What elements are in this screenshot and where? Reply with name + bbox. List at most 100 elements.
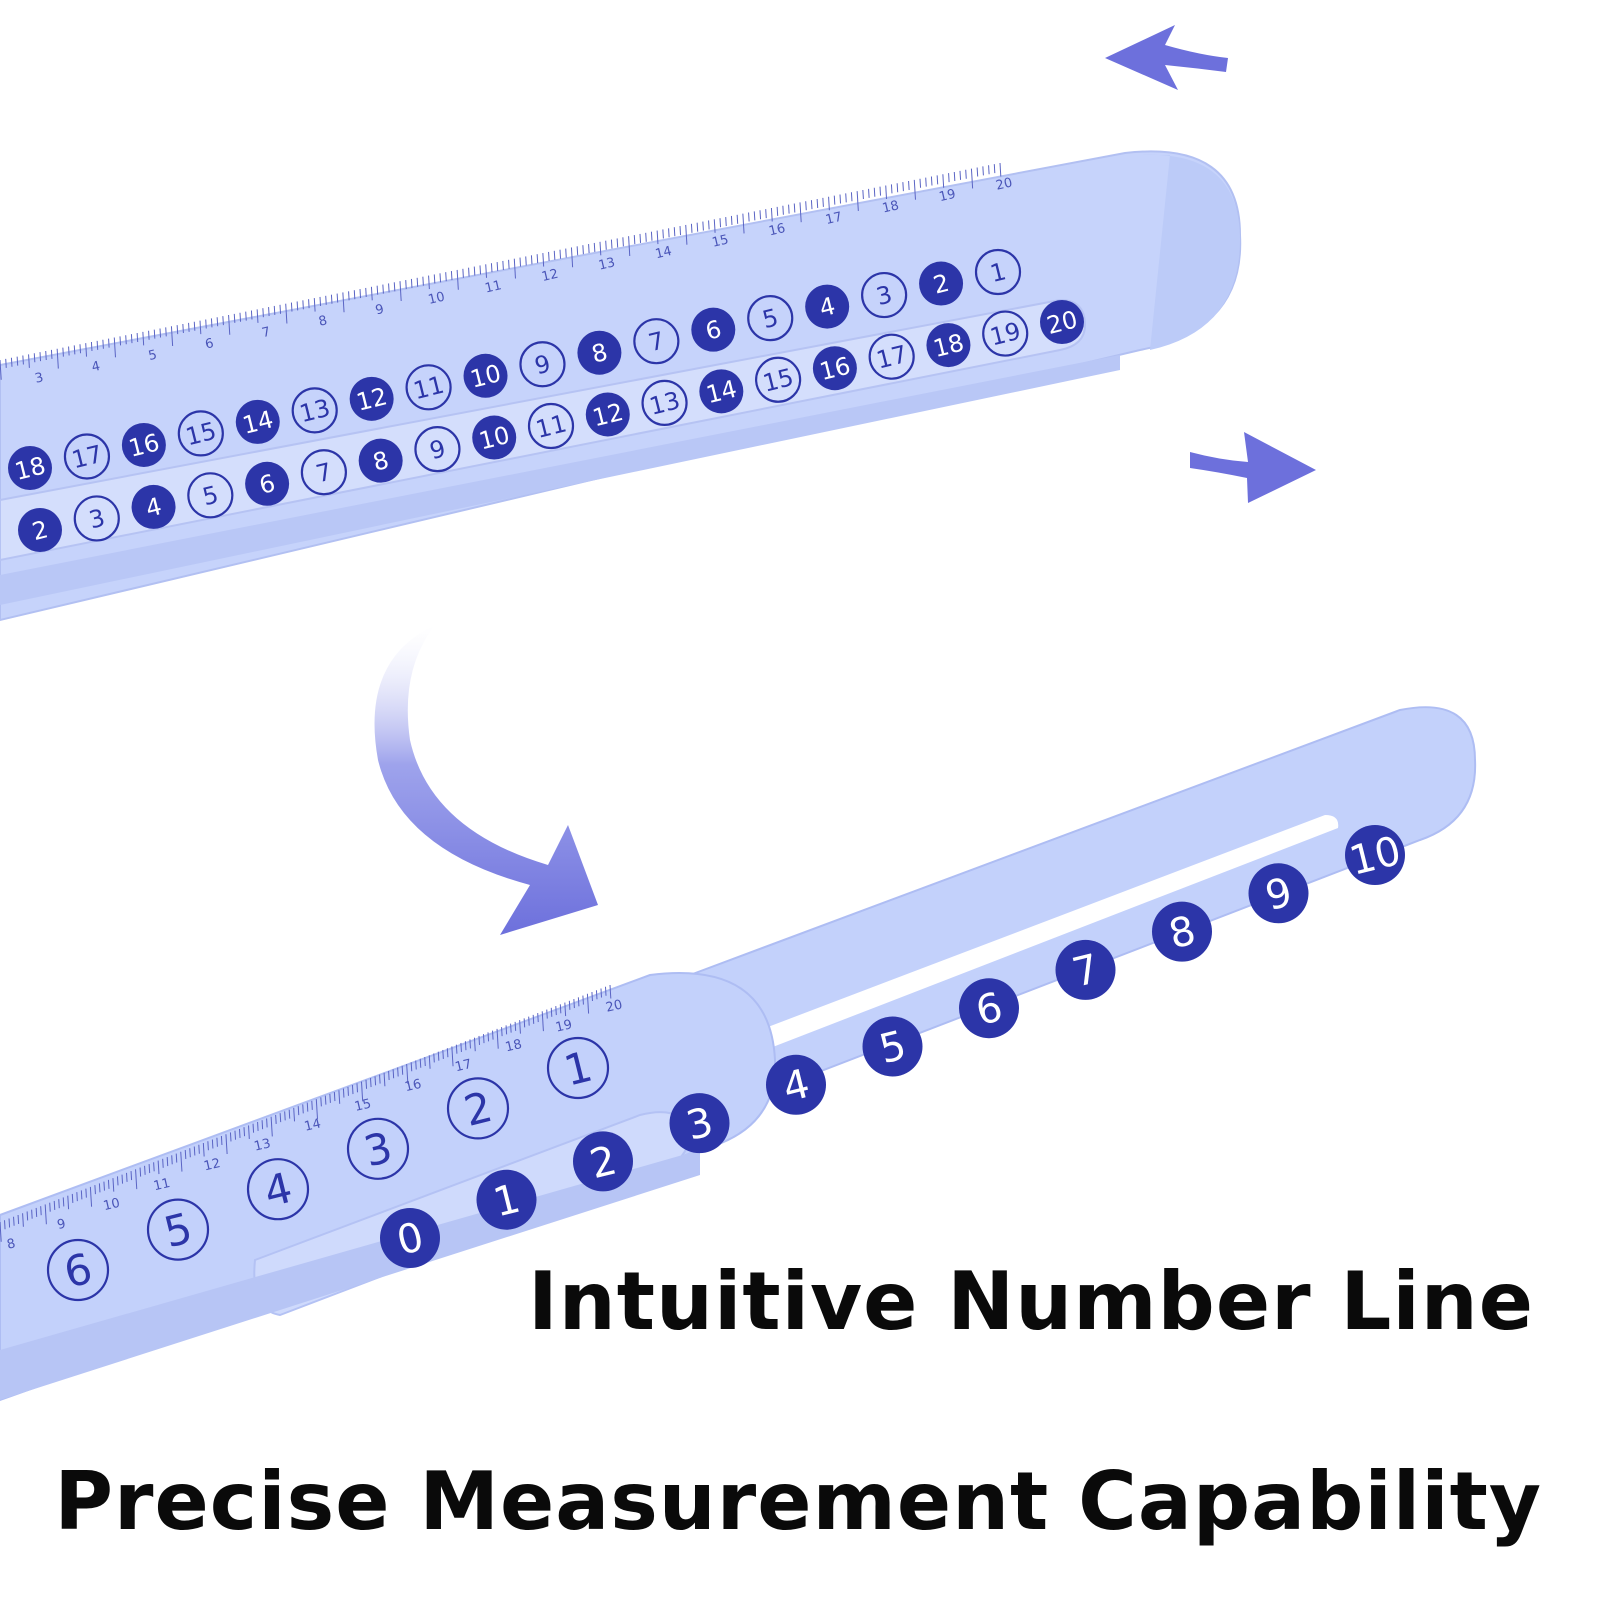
- top-inner-9: 9: [414, 426, 461, 473]
- bot-scale-19: 19: [554, 1017, 573, 1035]
- svg-text:8: 8: [589, 338, 611, 369]
- bot-filled-3: 3: [669, 1093, 730, 1154]
- top-inner-2: 2: [18, 508, 62, 552]
- top-scale-12: 12: [540, 267, 559, 285]
- bot-filled-10: 10: [1345, 825, 1406, 885]
- svg-text:1: 1: [987, 257, 1009, 288]
- svg-text:7: 7: [646, 326, 668, 357]
- svg-text:7: 7: [313, 457, 335, 488]
- bot-filled-8: 8: [1152, 901, 1212, 962]
- curved-arrow-icon: [374, 625, 598, 935]
- bot-scale-15: 15: [353, 1097, 372, 1115]
- bot-filled-4: 4: [766, 1054, 826, 1115]
- top-inner-7: 7: [300, 449, 347, 496]
- svg-text:8: 8: [370, 446, 392, 477]
- top-ruler-tick-marks: [0, 162, 1002, 380]
- bot-scale-14: 14: [303, 1116, 322, 1134]
- top-outer-9: 9: [519, 341, 566, 388]
- top-inner-12: 12: [585, 392, 630, 437]
- bot-scale-8: 8: [5, 1236, 16, 1252]
- top-scale-5: 5: [147, 348, 158, 364]
- top-inner-10: 10: [472, 415, 517, 460]
- bot-filled-1: 1: [476, 1169, 537, 1230]
- top-inner-20: 20: [1040, 300, 1084, 344]
- bottom-ruler-tick-marks: [0, 984, 612, 1242]
- top-inner-3: 3: [73, 495, 120, 542]
- top-outer-3: 3: [861, 271, 908, 319]
- top-inner-13: 13: [641, 379, 688, 426]
- svg-text:4: 4: [143, 492, 165, 523]
- top-outer-18: 18: [8, 446, 52, 490]
- svg-text:5: 5: [200, 481, 222, 512]
- top-outer-2: 2: [919, 261, 964, 306]
- svg-text:9: 9: [532, 349, 554, 380]
- bot-scale-18: 18: [504, 1037, 523, 1055]
- top-inner-16: 16: [812, 346, 857, 391]
- arrow-right-icon: [1190, 432, 1316, 503]
- svg-text:6: 6: [703, 315, 725, 346]
- top-scale-17: 17: [824, 210, 843, 228]
- top-outer-4: 4: [805, 284, 850, 329]
- svg-text:4: 4: [817, 292, 839, 323]
- top-inner-5: 5: [187, 472, 234, 519]
- top-outer-12: 12: [349, 376, 394, 421]
- top-scale-6: 6: [204, 336, 215, 352]
- top-outer-8: 8: [577, 330, 622, 375]
- svg-text:6: 6: [256, 469, 278, 500]
- top-scale-3: 3: [33, 370, 44, 386]
- bot-scale-20: 20: [604, 997, 623, 1015]
- bottom-ruler-body: [0, 972, 777, 1402]
- bot-scale-13: 13: [253, 1136, 272, 1154]
- top-inner-4: 4: [131, 484, 176, 529]
- top-ruler-cap: [1140, 154, 1240, 350]
- top-scale-4: 4: [90, 359, 101, 375]
- bot-scale-11: 11: [152, 1176, 171, 1194]
- bot-scale-12: 12: [202, 1156, 221, 1174]
- top-scale-18: 18: [881, 198, 900, 216]
- arrow-left-icon: [1105, 25, 1228, 90]
- svg-text:2: 2: [29, 515, 51, 546]
- bot-filled-7: 7: [1055, 939, 1116, 1000]
- bot-filled-5: 5: [862, 1016, 923, 1077]
- top-scale-14: 14: [654, 244, 673, 262]
- top-outer-1: 1: [974, 248, 1022, 296]
- svg-text:9: 9: [427, 434, 449, 465]
- top-outer-16: 16: [121, 422, 166, 467]
- top-outer-14: 14: [235, 399, 280, 444]
- top-scale-10: 10: [427, 290, 446, 308]
- caption-intuitive-number-line: Intuitive Number Line: [528, 1255, 1534, 1348]
- top-inner-18: 18: [926, 323, 971, 368]
- top-outer-10: 10: [463, 353, 508, 398]
- bot-scale-16: 16: [403, 1077, 422, 1095]
- bot-filled-0: 0: [380, 1208, 440, 1268]
- caption-precise-measurement: Precise Measurement Capability: [54, 1455, 1542, 1548]
- bot-scale-10: 10: [102, 1196, 121, 1214]
- bottom-ruler-cm-scale: 8 9 10 11 12 13 14 15 16 17 18 19 20: [5, 997, 623, 1252]
- bot-filled-9: 9: [1248, 863, 1309, 924]
- svg-text:3: 3: [873, 280, 895, 311]
- top-scale-15: 15: [711, 232, 730, 250]
- top-scale-20: 20: [994, 175, 1013, 193]
- top-outer-5: 5: [747, 295, 794, 342]
- top-inner-19: 19: [982, 310, 1029, 357]
- top-inner-14: 14: [699, 369, 744, 414]
- top-inner-6: 6: [245, 461, 290, 506]
- top-scale-7: 7: [261, 325, 272, 341]
- svg-text:3: 3: [86, 504, 108, 535]
- svg-text:2: 2: [930, 269, 952, 300]
- bot-filled-6: 6: [959, 978, 1019, 1039]
- top-scale-13: 13: [597, 255, 616, 273]
- svg-text:5: 5: [760, 303, 782, 334]
- bot-scale-17: 17: [454, 1057, 473, 1075]
- top-scale-8: 8: [317, 313, 328, 329]
- top-scale-9: 9: [374, 302, 385, 318]
- bot-scale-9: 9: [56, 1217, 67, 1233]
